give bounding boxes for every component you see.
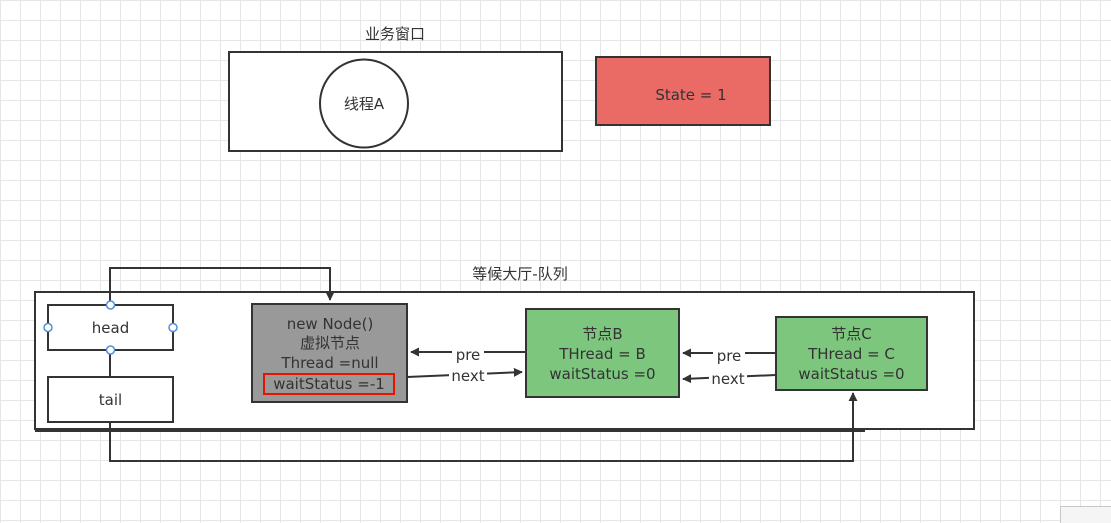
node-c-line2: THread = C (807, 345, 895, 363)
state-label: State = 1 (655, 86, 726, 104)
head-handle-top[interactable] (105, 300, 116, 310)
node-b-box[interactable] (525, 308, 680, 398)
c-next-label: next (711, 370, 744, 388)
business-window-title: 业务窗口 (365, 25, 425, 43)
b-pre-label-bg (452, 346, 484, 362)
thread-a-circle[interactable] (319, 58, 409, 149)
virtual-node-box[interactable] (251, 303, 408, 403)
virtual-node-line4: waitStatus =-1 (273, 375, 385, 393)
node-b-line1: 节点B (582, 325, 622, 343)
thread-a-label: 线程A (344, 95, 385, 113)
state-box[interactable] (595, 56, 771, 126)
head-label: head (92, 319, 129, 337)
virtual-node-line2: 虚拟节点 (300, 334, 360, 352)
head-handle-right[interactable] (168, 322, 178, 333)
head-handle-bottom[interactable] (105, 345, 116, 355)
virtual-next-label-bg (449, 367, 487, 383)
head-to-virtual-node-arrow (109, 267, 335, 305)
c-pre-label: pre (717, 347, 742, 365)
tail-to-node-c-arrow (109, 392, 858, 462)
tail-box[interactable] (47, 376, 174, 423)
tail-label: tail (99, 391, 122, 409)
virtual-node-line1: new Node() (287, 315, 374, 333)
node-b-line2: THread = B (558, 345, 646, 363)
node-c-box[interactable] (775, 316, 928, 391)
b-pre-label: pre (456, 346, 481, 364)
head-handle-left[interactable] (43, 322, 53, 333)
queue-hall-title: 等候大厅-队列 (472, 265, 567, 283)
corner-panel-tab[interactable] (1060, 506, 1111, 523)
node-c-line3: waitStatus =0 (798, 365, 904, 383)
node-b-line3: waitStatus =0 (549, 365, 655, 383)
node-c-line1: 节点C (831, 325, 871, 343)
virtual-node-line3: Thread =null (280, 354, 378, 372)
c-pre-label-bg (713, 347, 745, 363)
c-next-label-bg (709, 370, 747, 386)
wait-status-highlight (263, 373, 395, 395)
virtual-next-label: next (451, 367, 484, 385)
